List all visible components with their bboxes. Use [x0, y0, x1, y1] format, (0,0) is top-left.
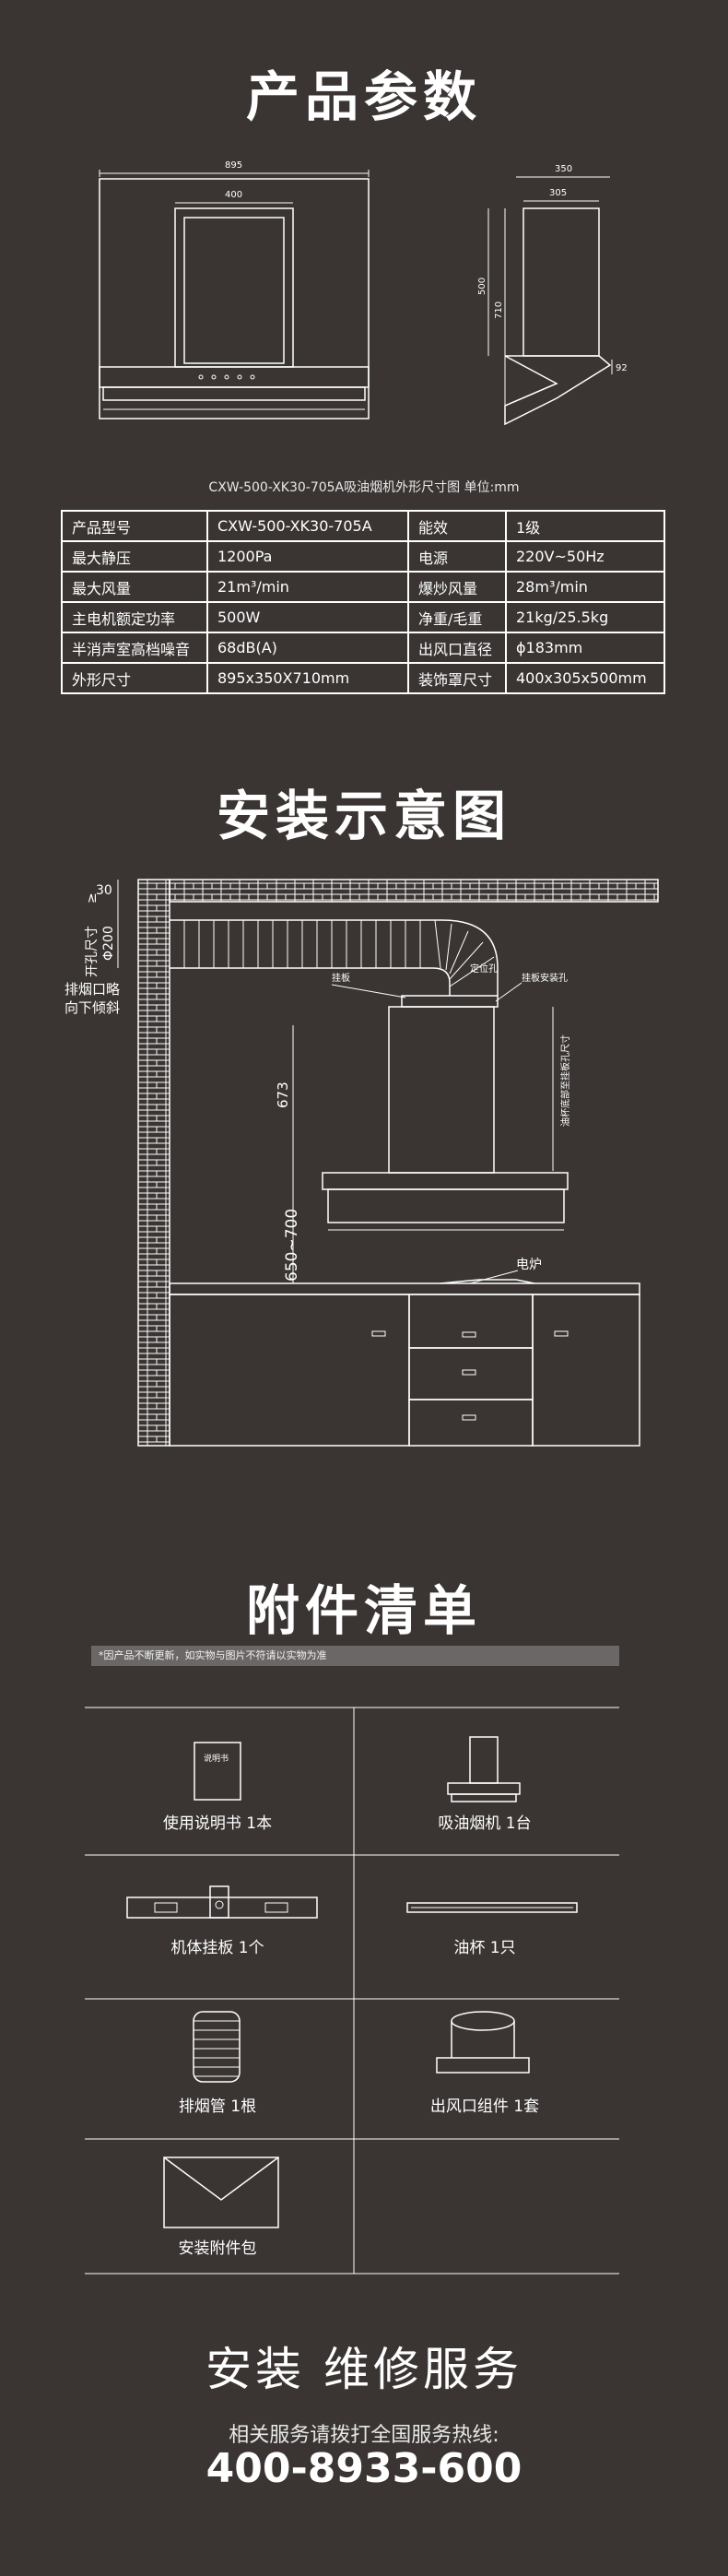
param-value: 21kg/25.5kg: [505, 601, 665, 633]
item-outlet-assembly: 出风口组件 1套: [429, 2097, 540, 2116]
hotline-label: 相关服务请拨打全国服务热线:: [229, 2424, 499, 2447]
table-row: 最大风量 21m³/min 爆炒风量 28m³/min: [61, 571, 665, 603]
manual-cover-text: 说明书: [204, 1753, 229, 1764]
envelope-icon: [163, 2157, 279, 2228]
param-value: CXW-500-XK30-705A: [206, 510, 409, 542]
hole-size-label: 开孔尺寸: [85, 926, 100, 977]
param-name: 主电机额定功率: [61, 601, 208, 633]
item-manual: 使用说明书 1本: [162, 1814, 273, 1833]
brick-ceiling: [169, 879, 659, 903]
locate-label: 定位孔: [470, 963, 498, 975]
param-name: 最大风量: [61, 571, 208, 603]
service-title: 安装 维修服务: [205, 2343, 523, 2396]
manual-illustration: 说明书: [194, 1742, 241, 1801]
param-value: 1级: [505, 510, 665, 542]
dim-30-label: 30: [96, 883, 112, 898]
kitchen-cabinet: 电炉: [169, 1258, 640, 1447]
param-name: 最大静压: [61, 540, 208, 573]
params-table: 产品型号 CXW-500-XK30-705A 能效 1级 最大静压 1200Pa…: [61, 510, 665, 694]
oil-cup-illustration: [406, 1902, 578, 1913]
side-width-label: 350: [555, 164, 572, 174]
table-row: 产品型号 CXW-500-XK30-705A 能效 1级: [61, 510, 665, 542]
hole-dia-label: Φ200: [101, 926, 116, 961]
front-view: 895 400: [99, 160, 370, 419]
param-name: 装饰罩尺寸: [407, 662, 507, 694]
side-small-label: 92: [616, 363, 628, 373]
hotline-number: 400-8933-600: [205, 2445, 523, 2492]
dimension-drawing: 895 400 350 305 710 500 92: [99, 160, 628, 426]
item-oil-cup: 油杯 1只: [453, 1939, 516, 1957]
param-value: 400x305x500mm: [505, 662, 665, 694]
inner-width-label: 400: [225, 190, 242, 200]
side-height-outer-label: 710: [494, 301, 504, 319]
item-hanger-plate: 机体挂板 1个: [170, 1939, 264, 1957]
dim-650-700-label: 650~700: [283, 1209, 301, 1282]
param-value: 68dB(A): [206, 632, 409, 664]
accessories-grid: 说明书: [85, 1707, 619, 2275]
exhaust-label-2: 向下倾斜: [65, 999, 120, 1016]
param-value: ϕ183mm: [505, 632, 665, 664]
outlet-assembly-illustration: [436, 2011, 530, 2074]
drawing-caption: CXW-500-XK30-705A吸油烟机外形尺寸图 单位:mm: [208, 480, 520, 495]
param-name: 爆炒风量: [407, 571, 507, 603]
item-exhaust-pipe: 排烟管 1根: [178, 2097, 257, 2116]
hanger-label: 挂板: [332, 972, 350, 984]
param-value: 895x350X710mm: [206, 662, 409, 694]
brick-wall: [137, 879, 170, 1447]
table-row: 主电机额定功率 500W 净重/毛重 21kg/25.5kg: [61, 601, 665, 633]
item-range-hood: 吸油烟机 1台: [438, 1814, 532, 1833]
param-value: 1200Pa: [206, 540, 409, 573]
exhaust-duct: [170, 919, 499, 996]
param-value: 500W: [206, 601, 409, 633]
side-view: 350 305 710 500 92: [477, 164, 628, 426]
exhaust-pipe-illustration: [193, 2011, 241, 2083]
param-name: 半消声室高档噪音: [61, 632, 208, 664]
exhaust-label-1: 排烟口略: [65, 981, 120, 998]
install-diagram: 30 Φ200 开孔尺寸 ≥ 排烟口略 向下倾斜 挂板 定位孔 挂板安装孔 油杯…: [65, 879, 659, 1447]
param-value: 220V~50Hz: [505, 540, 665, 573]
item-install-kit: 安装附件包: [178, 2239, 257, 2258]
hanger-plate-illustration: [126, 1885, 318, 1919]
accessories-section-title: 附件清单: [245, 1579, 482, 1642]
param-name: 电源: [407, 540, 507, 573]
stove-label: 电炉: [516, 1258, 542, 1272]
front-width-label: 895: [225, 160, 242, 171]
dim-673-label: 673: [275, 1081, 291, 1108]
param-name: 出风口直径: [407, 632, 507, 664]
table-row: 最大静压 1200Pa 电源 220V~50Hz: [61, 540, 665, 573]
notice-bar: *因产品不断更新，如实物与图片不符请以实物为准: [91, 1646, 619, 1666]
ge-symbol: ≥: [85, 892, 100, 904]
params-section-title: 产品参数: [245, 65, 482, 128]
side-height-inner-label: 500: [477, 278, 487, 295]
table-row: 外形尺寸 895x350X710mm 装饰罩尺寸 400x305x500mm: [61, 662, 665, 694]
param-name: 产品型号: [61, 510, 208, 542]
param-name: 净重/毛重: [407, 601, 507, 633]
param-name: 能效: [407, 510, 507, 542]
param-value: 28m³/min: [505, 571, 665, 603]
table-row: 半消声室高档噪音 68dB(A) 出风口直径 ϕ183mm: [61, 632, 665, 664]
install-section-title: 安装示意图: [216, 785, 511, 847]
range-hood: 挂板 定位孔 挂板安装孔 油杯底部至挂板孔尺寸 673: [275, 963, 571, 1235]
range-hood-illustration: [447, 1736, 521, 1802]
param-value: 21m³/min: [206, 571, 409, 603]
side-inner-label: 305: [549, 188, 567, 198]
hanger-hole-label: 挂板安装孔: [522, 972, 568, 984]
param-name: 外形尺寸: [61, 662, 208, 694]
dim-673-note: 油杯底部至挂板孔尺寸: [559, 1034, 571, 1127]
